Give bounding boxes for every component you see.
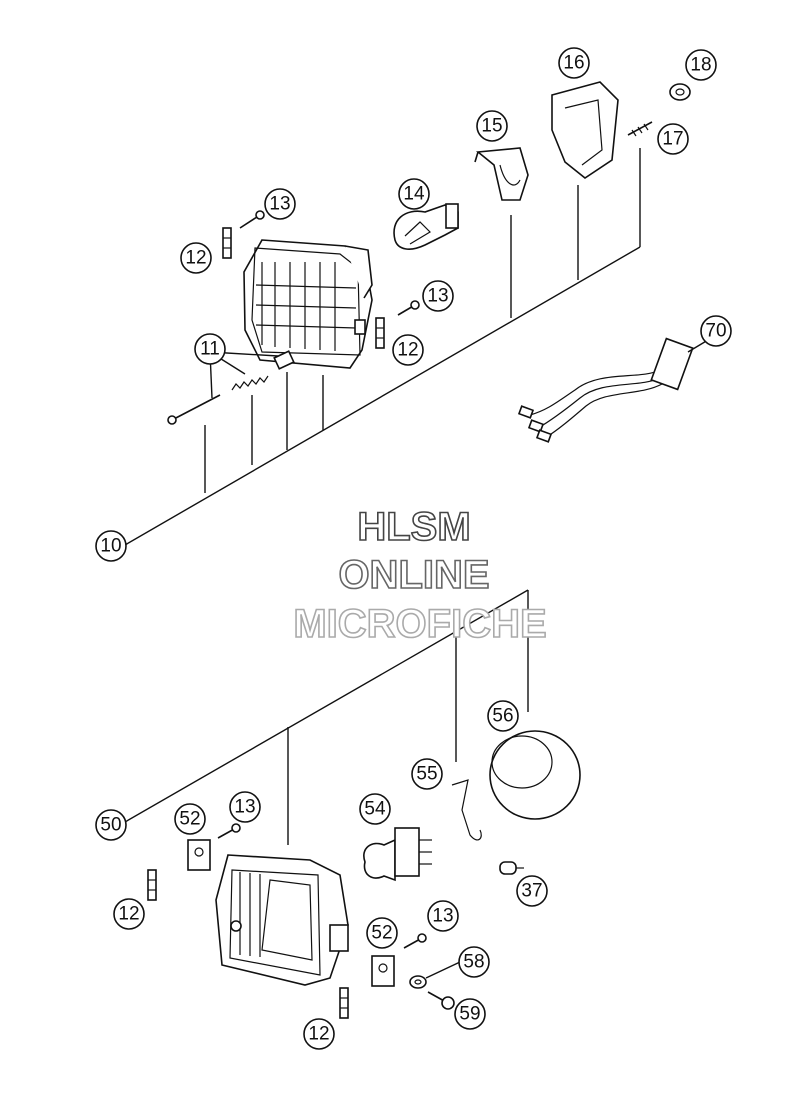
- callout-10: 10: [95, 530, 127, 562]
- svg-text:18: 18: [690, 55, 711, 76]
- nut-strip-12-upper-right: [375, 317, 385, 349]
- svg-text:13: 13: [432, 906, 453, 927]
- socket-15: [474, 147, 529, 201]
- watermark: HLSM ONLINE MICROFICHE: [293, 504, 548, 647]
- callout-13-lower-right: 13: [427, 900, 459, 932]
- screw-13-lower-left: [217, 823, 241, 839]
- callout-58: 58: [458, 946, 490, 978]
- callout-12-lower-right: 12: [303, 1018, 335, 1050]
- svg-text:13: 13: [234, 797, 255, 818]
- svg-text:14: 14: [403, 184, 425, 205]
- svg-text:15: 15: [481, 116, 502, 137]
- svg-text:59: 59: [459, 1004, 480, 1025]
- svg-text:54: 54: [364, 799, 386, 820]
- svg-text:55: 55: [416, 764, 437, 785]
- cover-16: [551, 81, 619, 179]
- callout-13-lower-left: 13: [229, 791, 261, 823]
- callout-11: 11: [194, 333, 226, 365]
- screw-17: [627, 121, 653, 137]
- bolt-59: [427, 991, 455, 1010]
- callout-55: 55: [411, 758, 443, 790]
- callout-52-right: 52: [366, 917, 398, 949]
- bracket-52-right: [371, 955, 395, 987]
- svg-text:58: 58: [463, 952, 484, 973]
- headlight-unit-lower: [215, 854, 349, 986]
- callout-70: 70: [700, 315, 732, 347]
- svg-text:11: 11: [200, 339, 220, 360]
- wire-harness-70: [517, 337, 709, 443]
- svg-text:10: 10: [100, 536, 121, 557]
- screw-13-upper-right: [397, 300, 420, 316]
- assembly-10-leader-lines: [124, 148, 641, 546]
- grommet-18: [669, 83, 691, 101]
- adjuster-nut-11: [273, 350, 295, 370]
- svg-text:37: 37: [521, 881, 542, 902]
- nut-strip-12-upper-left: [222, 227, 232, 259]
- svg-text:12: 12: [185, 248, 206, 269]
- svg-text:52: 52: [179, 809, 200, 830]
- bracket-52-left: [187, 839, 211, 871]
- screw-13-lower-right: [403, 933, 427, 949]
- adjuster-spring-11: [231, 375, 269, 391]
- rim-56: [489, 730, 581, 820]
- headlight-unit-rectangular: [243, 239, 373, 369]
- svg-text:52: 52: [371, 923, 392, 944]
- callout-16: 16: [558, 47, 590, 79]
- watermark-line-2: ONLINE: [338, 553, 489, 597]
- callout-54: 54: [359, 793, 391, 825]
- callout-56: 56: [487, 700, 519, 732]
- spring-clip-55: [451, 779, 482, 841]
- callout-37: 37: [516, 875, 548, 907]
- nut-strip-12-lower-left: [147, 869, 157, 901]
- svg-text:17: 17: [662, 129, 683, 150]
- callout-17: 17: [657, 123, 689, 155]
- bulb-37: [499, 861, 524, 875]
- bulb-h4-54: [363, 827, 432, 882]
- svg-text:70: 70: [705, 321, 726, 342]
- svg-text:12: 12: [308, 1024, 329, 1045]
- callout-13-upper-left: 13: [264, 188, 296, 220]
- nut-strip-12-lower-right: [339, 987, 349, 1019]
- svg-text:16: 16: [563, 53, 584, 74]
- callout-12-lower-left: 12: [113, 898, 145, 930]
- callout-15: 15: [476, 110, 508, 142]
- callout-12-upper-right: 12: [392, 334, 424, 366]
- watermark-line-3: MICROFICHE: [293, 602, 546, 646]
- callout-13-upper-right: 13: [422, 280, 454, 312]
- washer-58: [409, 961, 461, 989]
- screw-13-upper-left: [239, 210, 265, 229]
- bulb-14: [393, 203, 459, 250]
- svg-text:50: 50: [100, 815, 121, 836]
- callout-59: 59: [454, 998, 486, 1030]
- assembly-50-leader-lines: [124, 589, 529, 845]
- callout-50: 50: [95, 809, 127, 841]
- svg-text:12: 12: [397, 340, 418, 361]
- adjuster-screw-11: [167, 394, 221, 425]
- svg-text:13: 13: [269, 194, 290, 215]
- callout-52-left: 52: [174, 803, 206, 835]
- svg-text:12: 12: [118, 904, 139, 925]
- svg-text:56: 56: [492, 706, 513, 727]
- callout-14: 14: [398, 178, 430, 210]
- watermark-line-1: HLSM: [357, 505, 470, 549]
- callout-18: 18: [685, 49, 717, 81]
- svg-text:13: 13: [427, 286, 448, 307]
- callout-12-upper-left: 12: [180, 242, 212, 274]
